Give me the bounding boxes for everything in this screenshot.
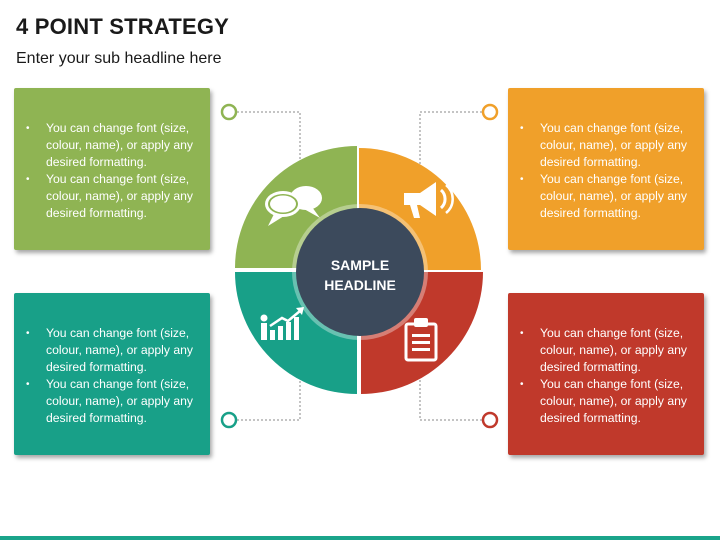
page-subtitle: Enter your sub headline here [16, 50, 222, 67]
connector-bottom-right [419, 380, 482, 421]
text-box-bottom-right: You can change font (size, colour, name)… [508, 293, 704, 455]
bullet-list: You can change font (size, colour, name)… [24, 325, 200, 427]
text-box-bottom-left: You can change font (size, colour, name)… [14, 293, 210, 455]
bullet-item: You can change font (size, colour, name)… [26, 171, 200, 222]
clipboard-icon [404, 318, 438, 362]
bullet-list: You can change font (size, colour, name)… [518, 120, 694, 222]
bullet-item: You can change font (size, colour, name)… [520, 325, 694, 376]
bullet-item: You can change font (size, colour, name)… [26, 376, 200, 427]
connector-lines [237, 111, 482, 421]
connector-dot-top-left [220, 103, 238, 121]
growth-chart-person-icon [260, 307, 304, 340]
connector-top-left [237, 111, 301, 170]
megaphone-icon [404, 182, 454, 218]
bullet-item: You can change font (size, colour, name)… [520, 120, 694, 171]
connector-dot-bottom-right [481, 411, 499, 429]
bullet-item: You can change font (size, colour, name)… [520, 171, 694, 222]
bullet-item: You can change font (size, colour, name)… [26, 120, 200, 171]
bullet-item: You can change font (size, colour, name)… [520, 376, 694, 427]
connector-bottom-left [237, 380, 301, 421]
connector-dot-top-right [481, 103, 499, 121]
bullet-item: You can change font (size, colour, name)… [26, 325, 200, 376]
bullet-list: You can change font (size, colour, name)… [518, 325, 694, 427]
connector-top-right [419, 111, 482, 170]
connector-dot-bottom-left [220, 411, 238, 429]
bullet-list: You can change font (size, colour, name)… [24, 120, 200, 222]
bottom-accent-bar [0, 536, 720, 540]
text-box-top-right: You can change font (size, colour, name)… [508, 88, 704, 250]
text-box-top-left: You can change font (size, colour, name)… [14, 88, 210, 250]
center-circle [296, 208, 424, 336]
page-title: 4 POINT STRATEGY [16, 14, 230, 39]
speech-bubbles-icon [265, 186, 322, 226]
